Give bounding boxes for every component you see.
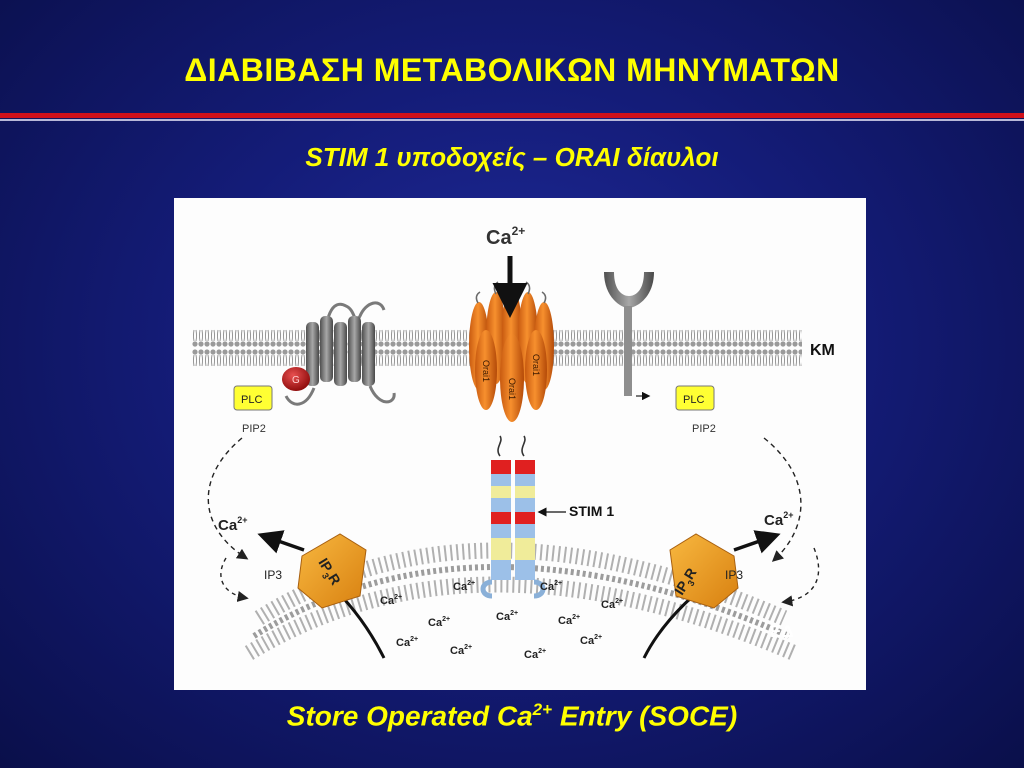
cytosolic-calcium-label-right: Ca2+ <box>764 510 793 529</box>
plc-right-label: PLC <box>683 394 704 406</box>
pathway-arrow-pip2-to-ip3r-left <box>207 437 249 560</box>
extracellular-calcium-label: Ca2+ <box>486 224 525 249</box>
soce-diagram: G PLC PLC PIP2 PIP2 Ca2+ Orai1 Orai1 Ora… <box>192 224 835 661</box>
orai1-subunit-label: Orai1 <box>481 360 491 382</box>
soce-diagram-panel: G PLC PLC PIP2 PIP2 Ca2+ Orai1 Orai1 Ora… <box>174 198 866 690</box>
er-calcium-ion: Ca2+ <box>580 634 602 647</box>
ip3-left-label: IP3 <box>264 568 282 582</box>
gpcr-receptor <box>284 301 396 406</box>
pathway-arrow-ca-right <box>781 547 820 607</box>
stim1-label: STIM 1 <box>569 503 614 519</box>
title-divider-light <box>0 119 1024 121</box>
orai1-subunit-label: Orai1 <box>531 354 541 376</box>
slide-subtitle: STIM 1 υποδοχείς – ORAI δίαυλοι <box>305 142 719 172</box>
plc-right-box <box>675 385 715 411</box>
er-calcium-ion: Ca2+ <box>601 598 623 611</box>
orai1-subunit-label: Orai1 <box>507 378 517 400</box>
er-calcium-ion: Ca2+ <box>380 594 402 607</box>
g-protein <box>282 367 310 391</box>
pip2-left-label: PIP2 <box>242 423 266 435</box>
ip3-receptor-left <box>257 530 386 659</box>
stim1-dimer <box>480 435 546 599</box>
ip3-receptor-right <box>642 530 781 659</box>
receptor-tyrosine-kinase <box>604 272 654 401</box>
ip3-right-label: IP3 <box>725 568 743 582</box>
er-calcium-ion: Ca2+ <box>496 610 518 623</box>
er-label: ΕΔ <box>770 622 794 641</box>
plasma-membrane-label: KM <box>810 342 835 359</box>
er-calcium-ion: Ca2+ <box>453 580 475 593</box>
er-calcium-ion: Ca2+ <box>540 580 562 593</box>
pathway-arrow-pip2-to-ip3r-right <box>763 437 802 562</box>
er-calcium-ion: Ca2+ <box>558 614 580 627</box>
er-calcium-ion: Ca2+ <box>524 648 546 661</box>
er-calcium-ion: Ca2+ <box>428 616 450 629</box>
pip2-right-label: PIP2 <box>692 423 716 435</box>
er-calcium-ion: Ca2+ <box>396 636 418 649</box>
er-calcium-ion: Ca2+ <box>450 644 472 657</box>
pathway-arrow-ca-left <box>220 557 249 603</box>
plc-left-box <box>233 385 273 411</box>
cytosolic-calcium-label-left: Ca2+ <box>218 515 247 534</box>
er-calcium-ions: Ca2+Ca2+Ca2+Ca2+Ca2+Ca2+Ca2+Ca2+Ca2+Ca2+… <box>380 580 623 661</box>
g-protein-label: G <box>292 375 300 386</box>
slide-title: ΔΙΑΒΙΒΑΣΗ ΜΕΤΑΒΟΛΙΚΩΝ ΜΗΝΥΜΑΤΩΝ <box>184 52 840 88</box>
slide-footer: Store Operated Ca2+ Entry (SOCE) <box>286 700 738 732</box>
title-divider-red <box>0 113 1024 118</box>
plc-left-label: PLC <box>241 394 262 406</box>
